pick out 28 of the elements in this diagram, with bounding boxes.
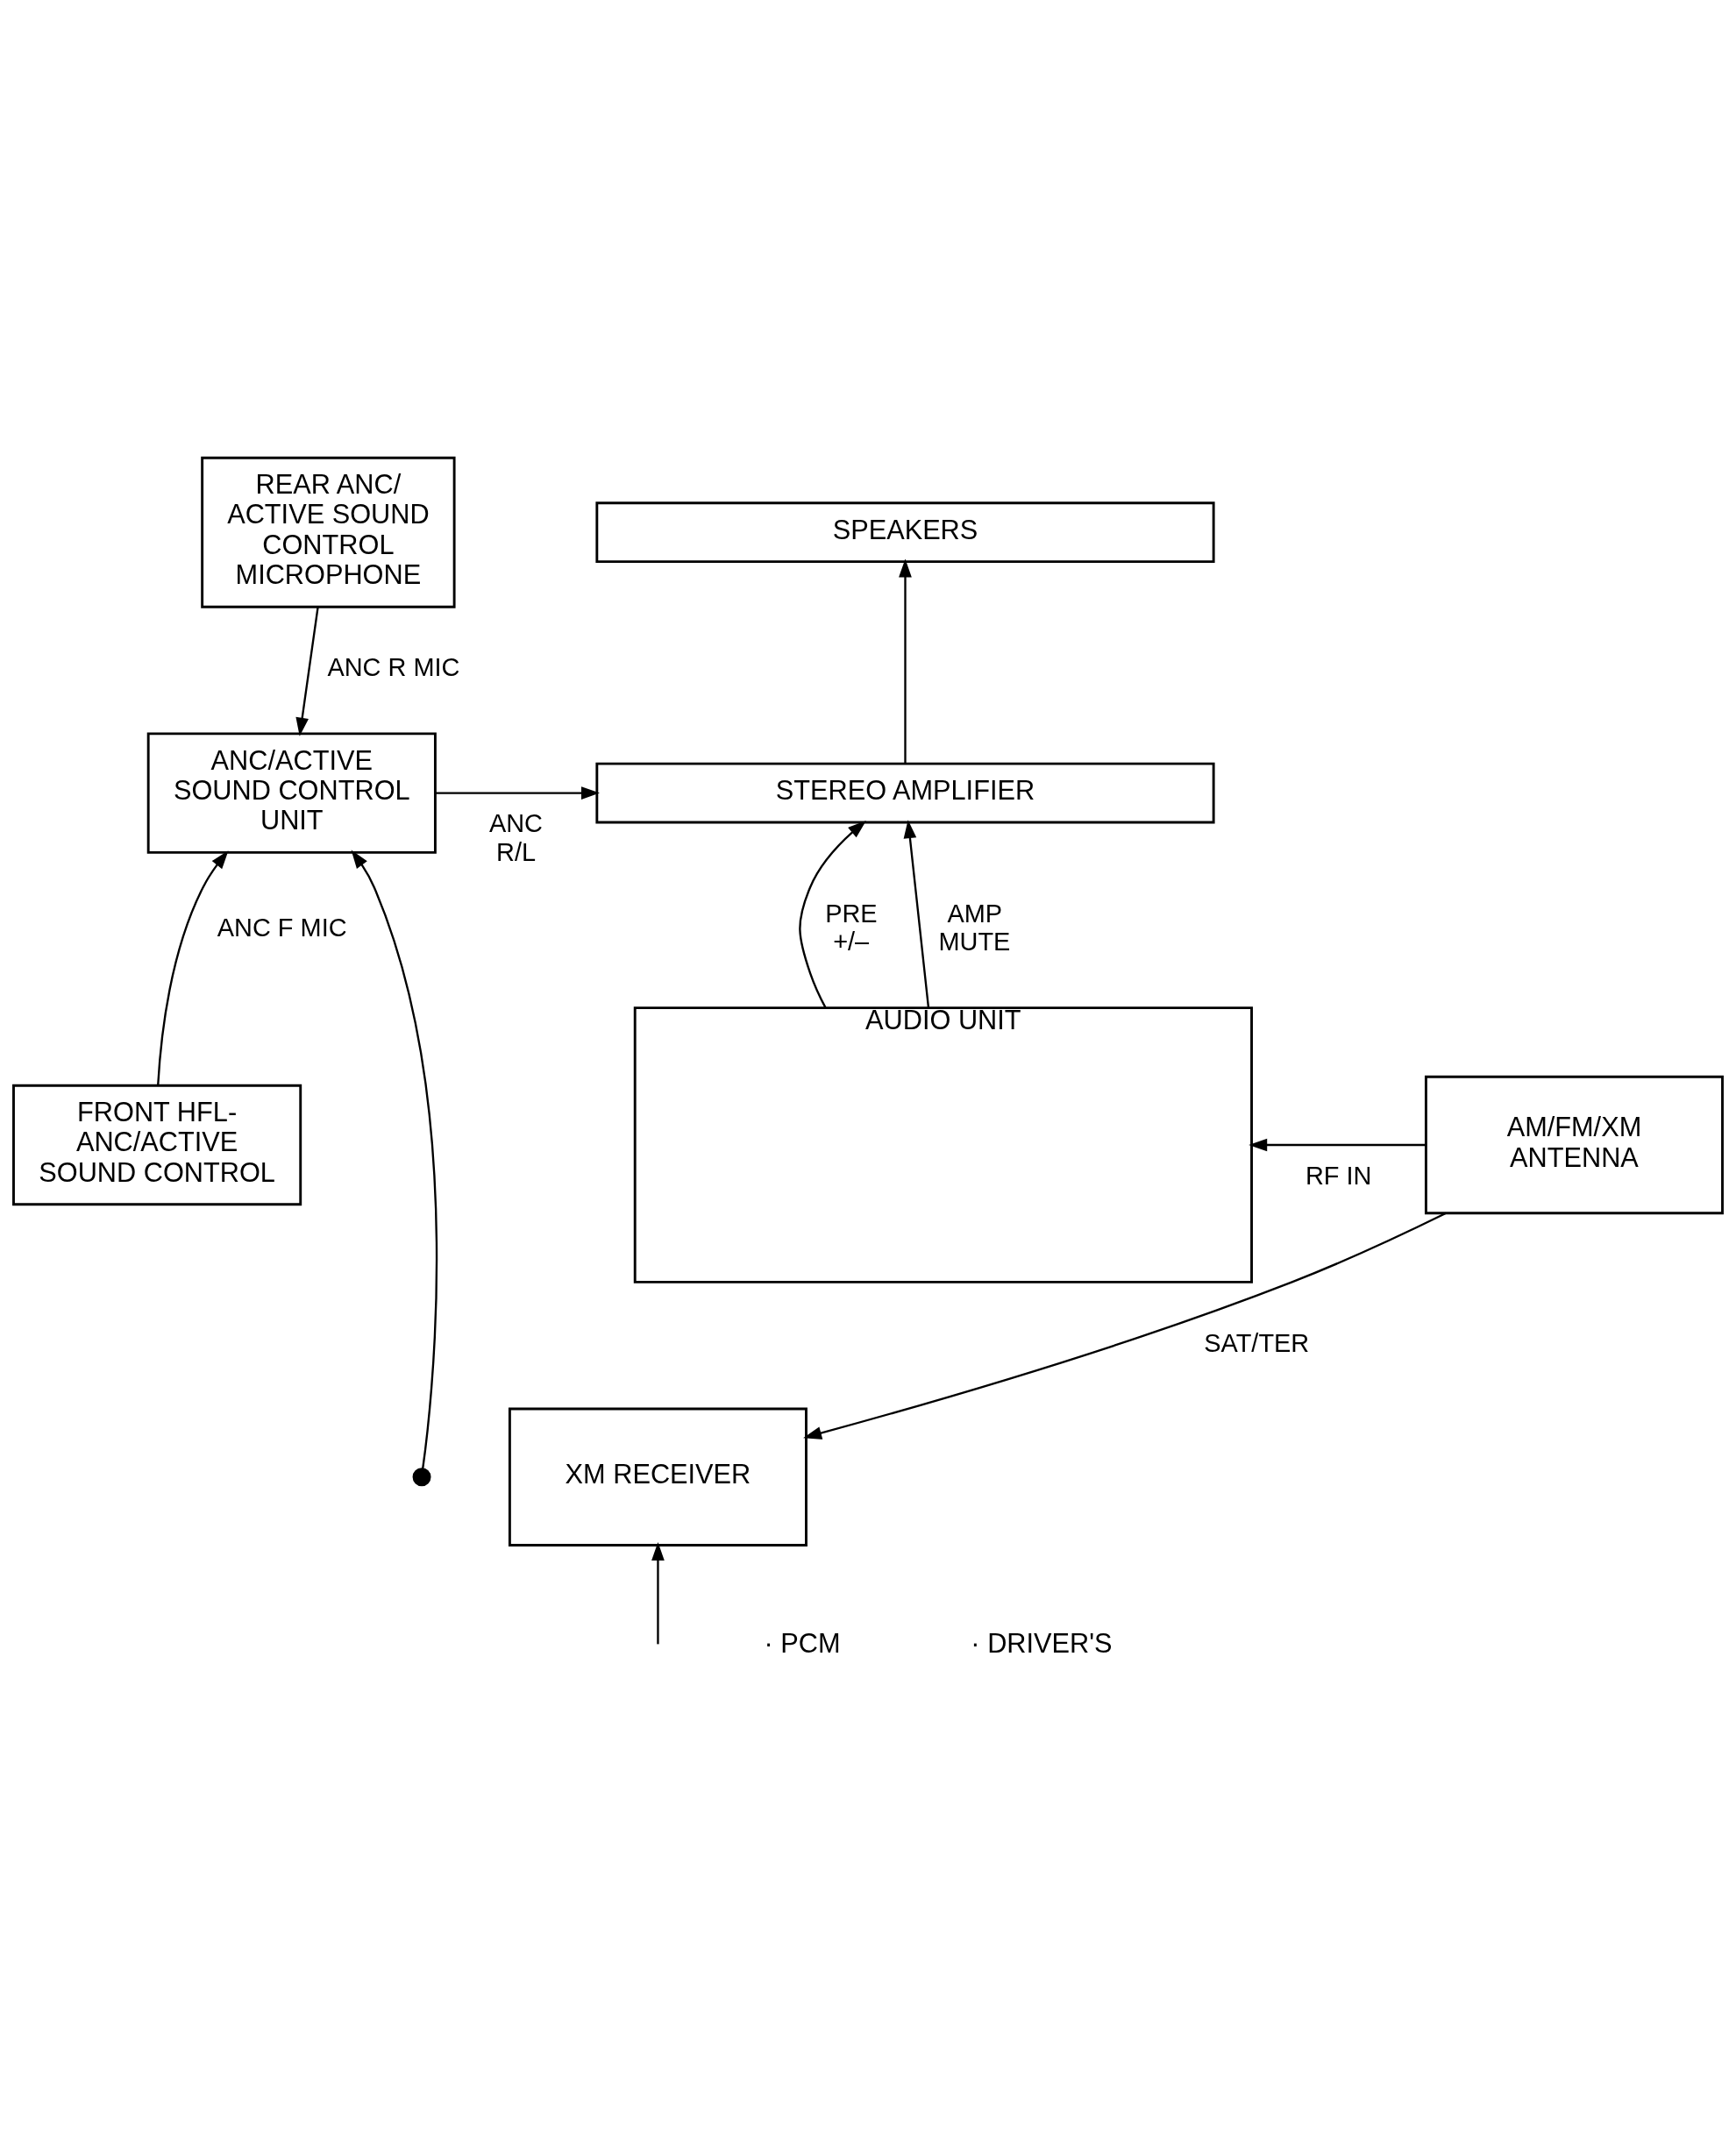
arrow [651,1542,665,1645]
edge-label: ANC F MIC [217,913,347,942]
edge-label: AMP MUTE [938,899,1011,956]
node-box: AUDIO UNIT [633,1006,1253,1283]
node-box: XM RECEIVER [508,1407,808,1546]
node-box: SPEAKERS [595,501,1215,564]
node-box: AM/FM/XM ANTENNA [1424,1075,1724,1215]
arrow [435,786,600,800]
arrow [899,558,912,764]
node-box: STEREO AMPLIFIER [595,762,1215,824]
edge-label: PRE +/– [825,899,878,956]
edge-label: RF IN [1306,1161,1372,1190]
node-circle [412,1468,431,1487]
node-box: ANC/ACTIVE SOUND CONTROL UNIT [146,732,437,854]
edge-label: ANC R/L [488,809,543,866]
node-box: FRONT HFL- ANC/ACTIVE SOUND CONTROL [12,1084,302,1206]
arrow [1249,1138,1427,1152]
arrow [803,1212,1447,1440]
edge-label: ANC R MIC [327,653,460,682]
label: · PCM [764,1627,841,1659]
edge-label: SAT/TER [1204,1328,1310,1357]
node-box: REAR ANC/ ACTIVE SOUND CONTROL MICROPHONE [201,456,456,608]
arrow [351,850,438,1469]
arrow [903,820,930,1008]
arrow [295,607,319,736]
arrow [157,850,229,1086]
label: · DRIVER'S [971,1627,1113,1659]
arrow [799,820,866,1008]
